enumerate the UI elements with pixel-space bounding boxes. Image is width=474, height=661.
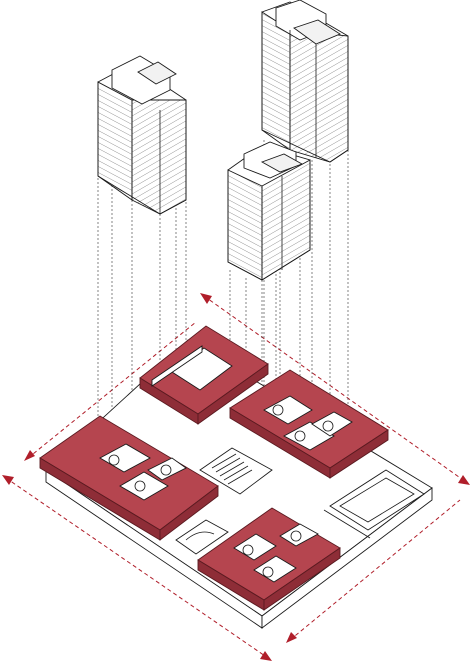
arrow-bottom-icon [260, 651, 272, 661]
arrow-right-icon [458, 475, 470, 485]
arrow-bottomright-icon [286, 632, 297, 643]
central-courtyard [175, 447, 273, 555]
arrow-left-icon [2, 475, 14, 485]
tower-left [97, 55, 187, 215]
side-structure-right [323, 469, 425, 539]
dimension-line-front-left [5, 477, 269, 659]
tower-footprint-left [99, 443, 187, 501]
arrow-top-icon [200, 293, 212, 304]
dimension-lines [2, 293, 470, 661]
tower-middle [227, 141, 311, 281]
tower-right-tall [261, 0, 349, 163]
podium-left-block [39, 415, 219, 541]
dimension-line-back-right [203, 295, 467, 483]
arrow-upleft-icon [24, 450, 35, 461]
podium-right-block [229, 369, 389, 479]
tower-footprint-right [263, 395, 353, 451]
podium-center-block [139, 325, 269, 425]
tower-footprint-bottom [233, 523, 319, 583]
podium-bottom-block [197, 507, 341, 611]
dimension-line-front-right [289, 499, 461, 641]
